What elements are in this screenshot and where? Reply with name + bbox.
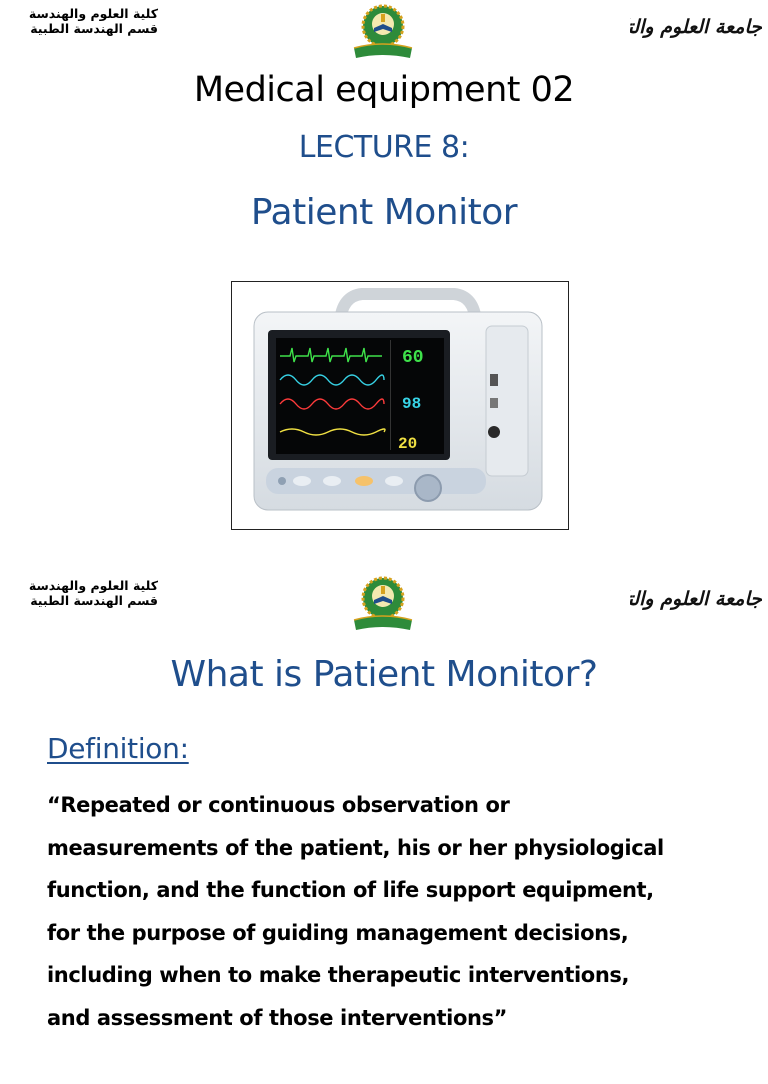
- university-logo-icon: [348, 2, 418, 64]
- definition-line: including when to make therapeutic inter…: [47, 963, 630, 987]
- department-name: قسم الهندسة الطبية: [30, 21, 158, 36]
- university-logo-icon: [348, 574, 418, 636]
- definition-line: measurements of the patient, his or her …: [47, 835, 664, 860]
- college-header: كلية العلوم والهندسة قسم الهندسة الطبية: [8, 578, 158, 608]
- definition-text: “Repeated or continuous observation or m…: [47, 784, 747, 1039]
- resp-readout: 20: [398, 435, 417, 453]
- spo2-readout: 98: [402, 395, 421, 413]
- definition-line: “Repeated or continuous observation or: [47, 793, 510, 817]
- college-name: كلية العلوم والهندسة: [28, 6, 158, 21]
- definition-line: for the purpose of guiding management de…: [47, 920, 629, 945]
- college-header: كلية العلوم والهندسة قسم الهندسة الطبية: [8, 6, 158, 36]
- college-name: كلية العلوم والهندسة: [28, 578, 158, 593]
- course-title: Medical equipment 02: [193, 70, 575, 110]
- university-calligraphy: جامعة العلوم والتكنولوجيا: [630, 16, 762, 38]
- university-calligraphy: جامعة العلوم والتكنولوجيا: [630, 588, 762, 610]
- topic-title: Patient Monitor: [250, 192, 518, 233]
- patient-monitor-image: 60 98 20: [231, 281, 569, 530]
- department-name: قسم الهندسة الطبية: [30, 593, 158, 608]
- definition-heading: Definition:: [47, 732, 189, 765]
- slide-2: كلية العلوم والهندسة قسم الهندسة الطبية …: [0, 572, 768, 1084]
- definition-line: and assessment of those interventions”: [47, 1005, 508, 1030]
- lecture-label: LECTURE 8:: [298, 130, 470, 165]
- slide-title: What is Patient Monitor?: [170, 654, 598, 695]
- definition-line: function, and the function of life suppo…: [47, 878, 654, 902]
- slide-1: كلية العلوم والهندسة قسم الهندسة الطبية …: [0, 0, 768, 530]
- hr-readout: 60: [402, 348, 424, 368]
